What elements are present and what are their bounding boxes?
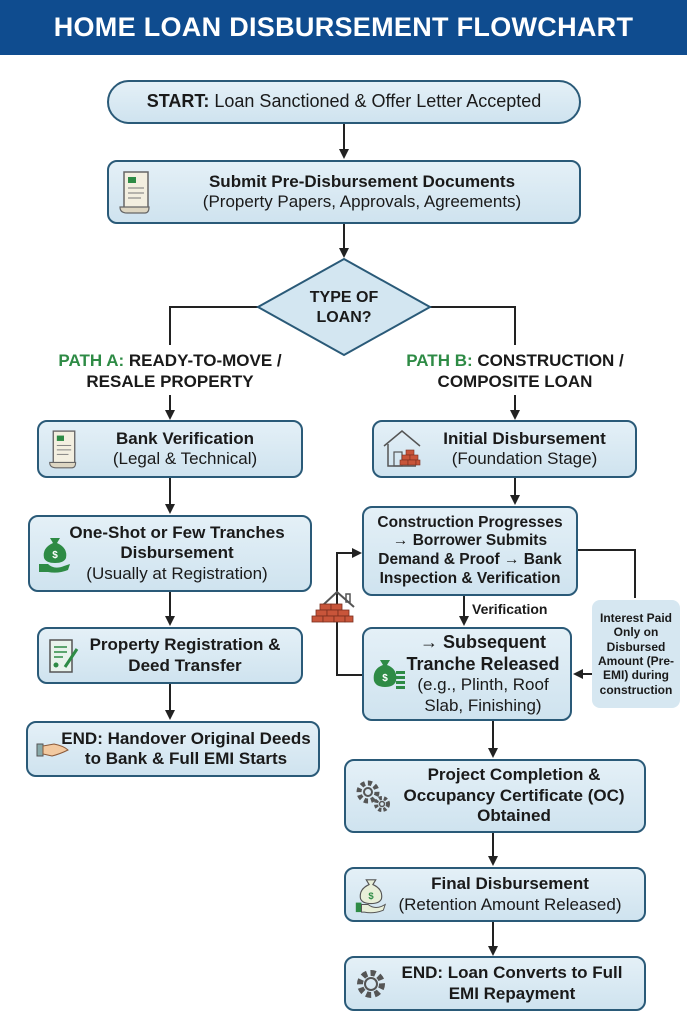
path-b-step-initial-disbursement[interactable]: Initial Disbursement (Foundation Stage) <box>372 420 637 478</box>
path-b-step-project-completion[interactable]: Project Completion & Occupancy Certifica… <box>344 759 646 833</box>
path-a-label: PATH A: READY-TO-MOVE / RESALE PROPERTY <box>58 351 282 392</box>
path-a-step-disbursement[interactable]: $ One-Shot or Few Tranches Disbursement … <box>28 515 312 592</box>
decision-text: TYPE OF LOAN? <box>309 289 379 326</box>
header-bar: HOME LOAN DISBURSEMENT FLOWCHART <box>0 0 687 55</box>
path-b-step-subsequent-tranche[interactable]: $ → Subsequent Tranche Released (e.g., P… <box>362 627 572 721</box>
decision-diamond <box>255 257 433 357</box>
line-decision-to-path-a <box>169 306 258 345</box>
submit-documents-node[interactable]: Submit Pre-Disbursement Documents (Prope… <box>107 160 581 224</box>
verification-label: Verification <box>472 601 548 617</box>
svg-text:$: $ <box>52 550 58 561</box>
start-node[interactable]: START: Loan Sanctioned & Offer Letter Ac… <box>107 80 581 124</box>
document-scroll-icon <box>119 171 150 214</box>
money-bag-hand-icon: $ <box>355 878 387 913</box>
page-title: HOME LOAN DISBURSEMENT FLOWCHART <box>53 12 634 42</box>
money-bag-hand-icon: $ <box>39 537 70 573</box>
svg-text:$: $ <box>382 673 388 684</box>
gears-icon <box>356 780 390 812</box>
path-b-step-final-disbursement[interactable]: $ Final Disbursement (Retention Amount R… <box>344 867 646 922</box>
document-scroll-icon <box>49 430 77 469</box>
path-a-step-bank-verification[interactable]: Bank Verification (Legal & Technical) <box>37 420 303 478</box>
gear-icon <box>357 969 385 998</box>
line-decision-to-path-b <box>430 306 516 345</box>
path-a-step-end[interactable]: END: Handover Original Deeds to Bank & F… <box>26 721 320 777</box>
path-b-step-construction-progress[interactable]: Construction Progresses → Borrower Submi… <box>362 506 578 596</box>
interest-side-note: Interest Paid Only on Disbursed Amount (… <box>592 600 680 708</box>
handover-hand-icon <box>36 743 69 757</box>
svg-text:$: $ <box>368 890 374 901</box>
path-a-step-registration[interactable]: Property Registration & Deed Transfer <box>37 627 303 684</box>
path-b-label: PATH B: CONSTRUCTION / COMPOSITE LOAN <box>406 351 624 392</box>
money-stack-icon: $ <box>373 660 405 689</box>
house-bricks-icon <box>311 590 355 623</box>
path-b-step-end[interactable]: END: Loan Converts to Full EMI Repayment <box>344 956 646 1011</box>
line-b2-to-sidenote <box>578 549 636 598</box>
signed-document-icon <box>49 638 79 673</box>
house-bricks-icon <box>383 430 421 467</box>
